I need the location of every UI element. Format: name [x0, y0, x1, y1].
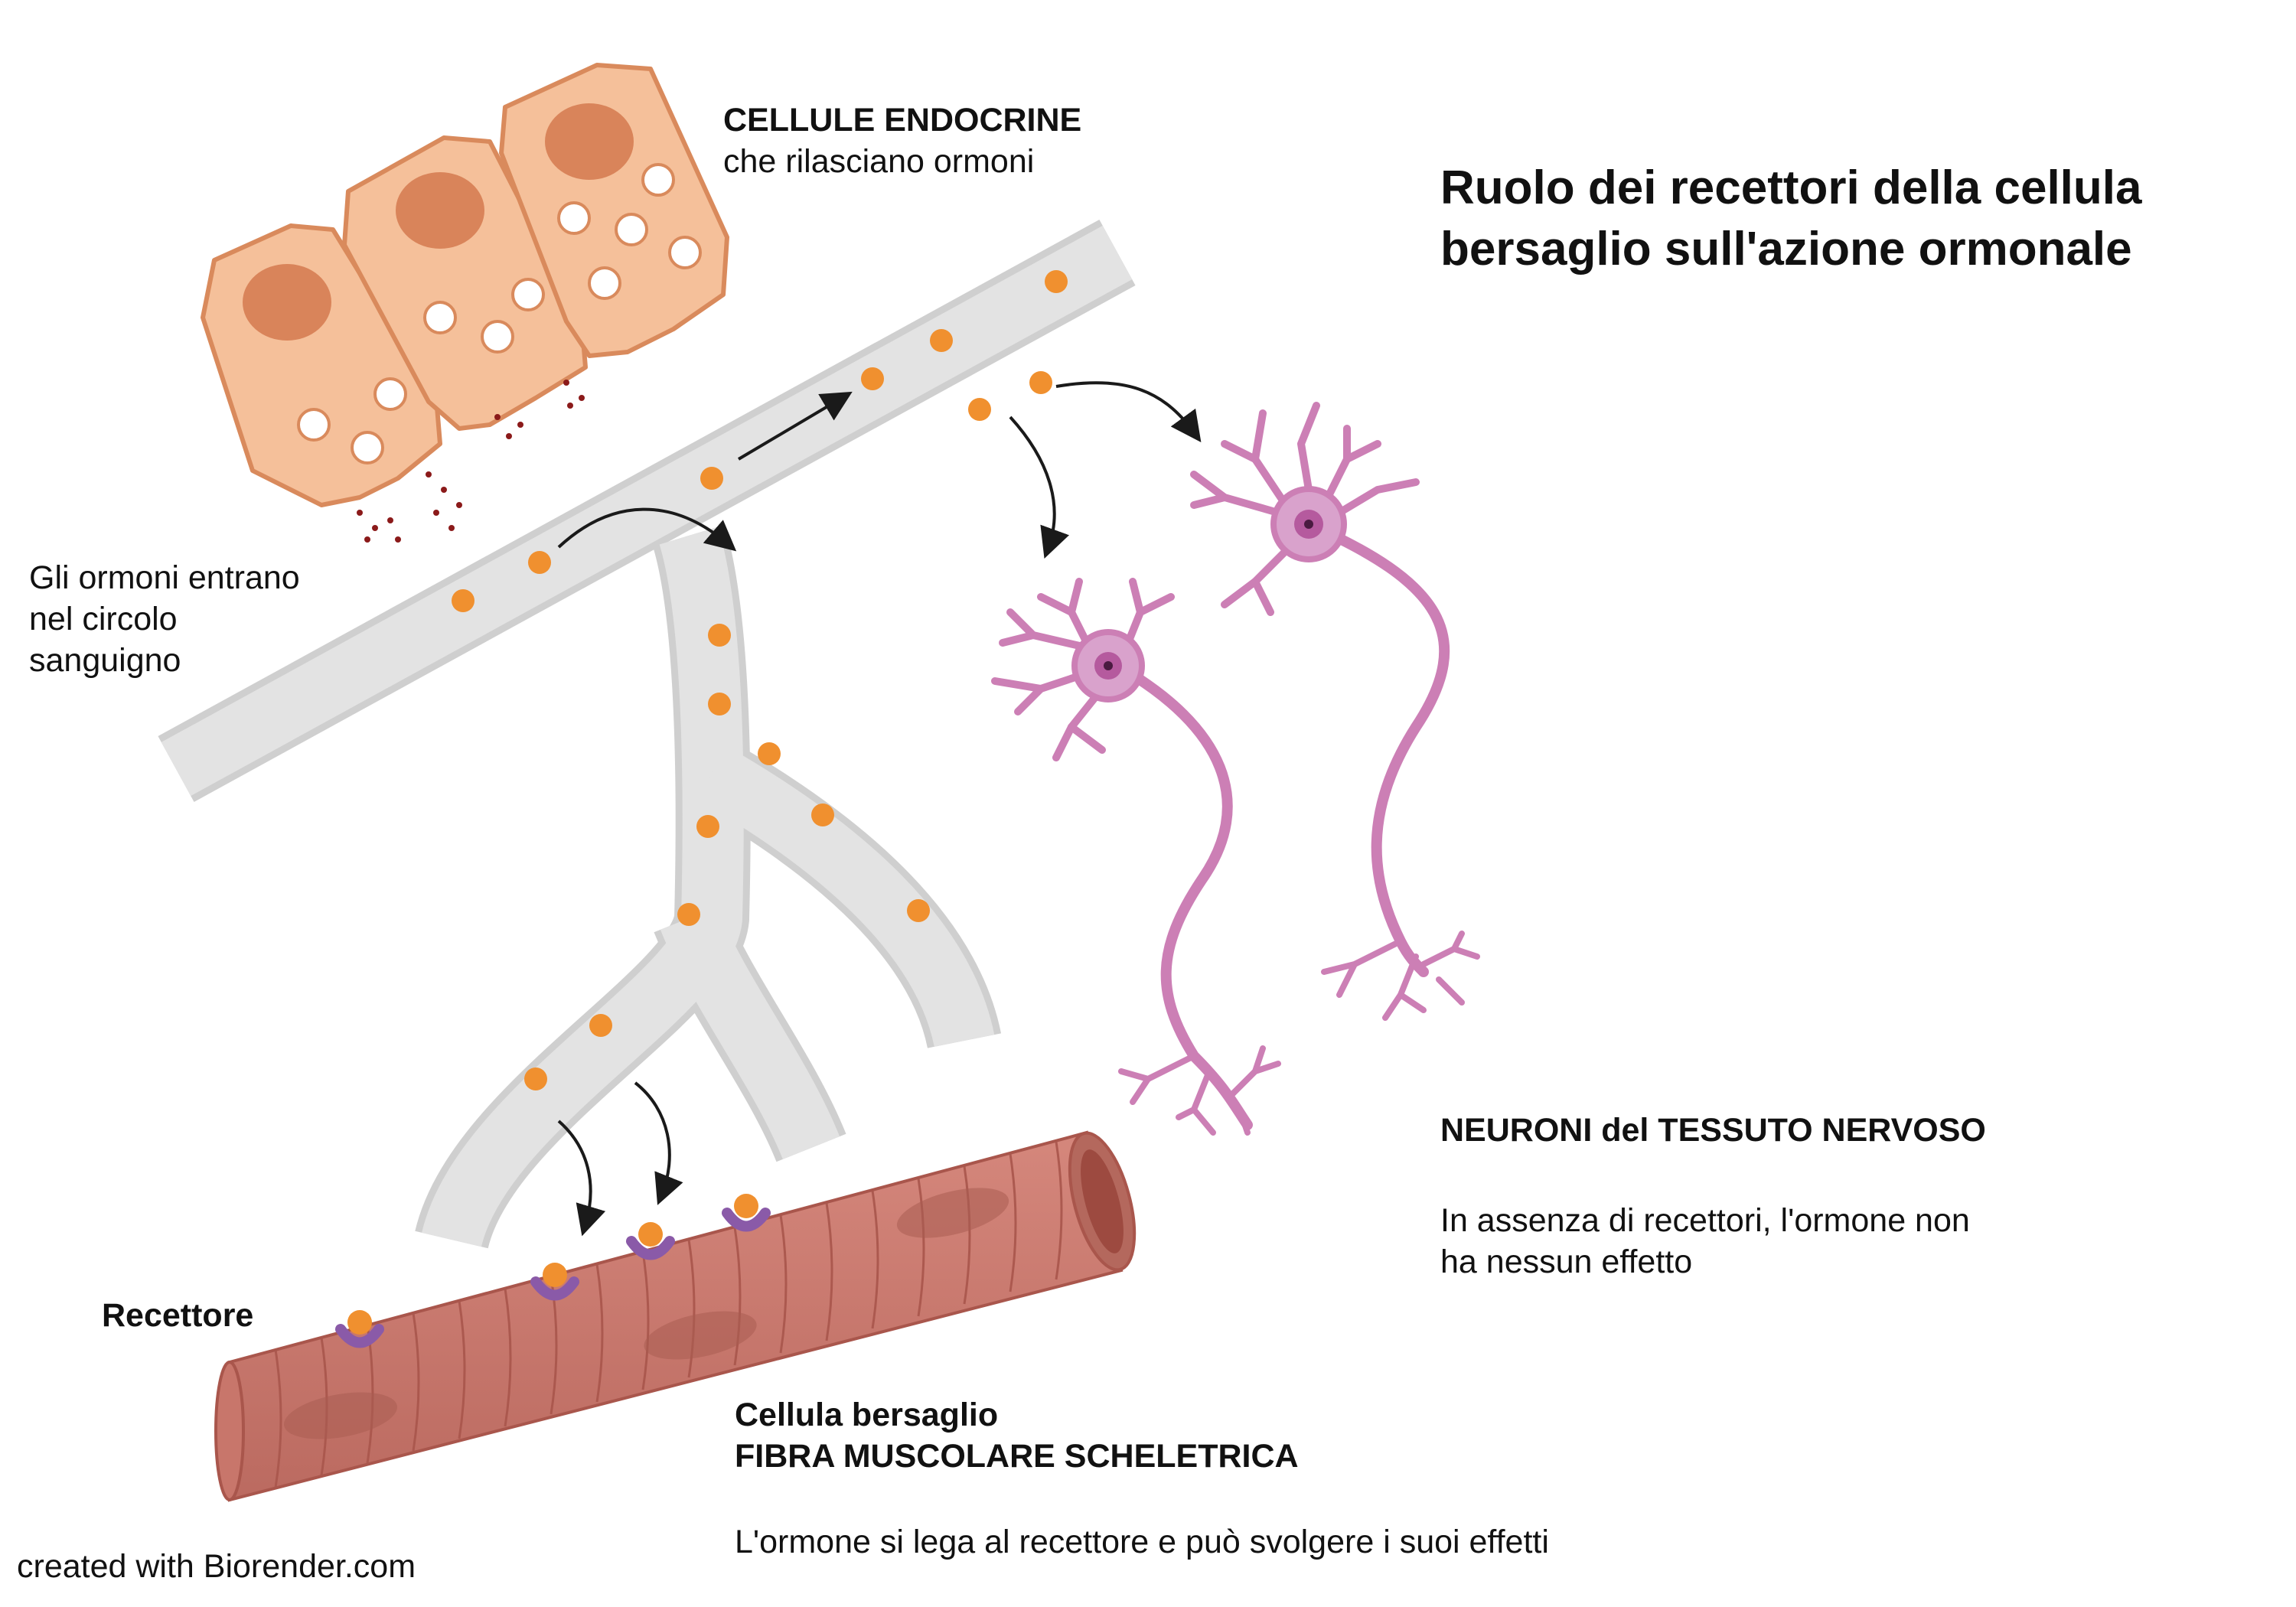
hormone [758, 742, 781, 765]
arrow-icon [634, 1081, 683, 1205]
muscle-fiber [214, 1130, 1137, 1502]
neurons-description: In assenza di recettori, l'ormone non ha… [1440, 1202, 1970, 1280]
hormone [968, 398, 991, 421]
title: Ruolo dei recettori della cellula bersag… [1440, 158, 2141, 280]
credit-text: created with Biorender.com [17, 1548, 416, 1585]
target-heading: Cellula bersaglio FIBRA MUSCOLARE SCHELE… [735, 1397, 1299, 1475]
circulating-hormones [452, 270, 1068, 1090]
arrow-icon [557, 507, 737, 552]
hormone [677, 903, 700, 926]
target-description: L'ormone si lega al recettore e può svol… [735, 1524, 1549, 1560]
title-line-1: Ruolo dei recettori della cellula [1440, 161, 2142, 214]
nucleus [545, 103, 634, 180]
hormone-vesicle [588, 266, 621, 300]
receptor [722, 1194, 771, 1232]
receptor-label: Recettore [102, 1297, 254, 1334]
released-hormone-dots [357, 380, 585, 543]
bound-hormone [543, 1263, 567, 1287]
hormone [907, 899, 930, 922]
flow-arrows [557, 381, 1202, 1237]
hormone-vesicle [668, 236, 702, 269]
hormone [811, 804, 834, 826]
arrow-icon [737, 391, 853, 461]
endocrine-heading: CELLULE ENDOCRINE [723, 102, 1082, 139]
endocrine-cell [342, 135, 588, 431]
arrow-icon [1009, 416, 1069, 559]
endocrine-subheading: che rilasciano ormoni [723, 143, 1035, 180]
hormone-vesicle [373, 377, 407, 411]
neuron [1190, 402, 1480, 1021]
receptor [626, 1222, 675, 1260]
hormone [708, 693, 731, 715]
receptor [335, 1310, 384, 1348]
title-line-2: bersaglio sull'azione ormonale [1440, 223, 2132, 275]
hormone-vesicle [351, 431, 384, 464]
hormone-vesicle [615, 213, 648, 246]
hormone [589, 1014, 612, 1037]
hormone [700, 467, 723, 490]
endocrine-cell [201, 223, 442, 507]
hormone-vesicle [557, 201, 591, 235]
hormone-vesicle [481, 320, 514, 354]
receptor [530, 1263, 579, 1301]
arrow-icon [557, 1120, 606, 1237]
hormone-vesicle [641, 163, 675, 197]
hormone [1045, 270, 1068, 293]
bound-hormone [734, 1194, 758, 1218]
endocrine-cell [499, 63, 729, 358]
hormone-vesicle [297, 408, 331, 442]
hormone-vesicle [511, 278, 545, 311]
endocrine-label: CELLULE ENDOCRINE che rilasciano ormoni [723, 99, 1081, 182]
receptors [335, 1194, 771, 1348]
hormone-vesicle [423, 301, 457, 334]
endocrine-cells [201, 63, 729, 543]
hormone [524, 1068, 547, 1090]
hormone [452, 589, 475, 612]
nucleus [243, 264, 331, 341]
hormone [1029, 371, 1052, 394]
neurons [991, 402, 1480, 1136]
hormone [930, 329, 953, 352]
bound-hormone [347, 1310, 372, 1335]
bound-hormone [638, 1222, 663, 1247]
hormone [696, 815, 719, 838]
hormone [708, 624, 731, 647]
arrow-icon [1055, 381, 1202, 442]
nucleus [396, 172, 484, 249]
hormone [528, 551, 551, 574]
neurons-heading: NEURONI del TESSUTO NERVOSO [1440, 1112, 1986, 1149]
hormone [861, 367, 884, 390]
bloodstream-label: Gli ormoni entrano nel circolo sanguigno [29, 559, 300, 679]
neuron [991, 578, 1281, 1136]
